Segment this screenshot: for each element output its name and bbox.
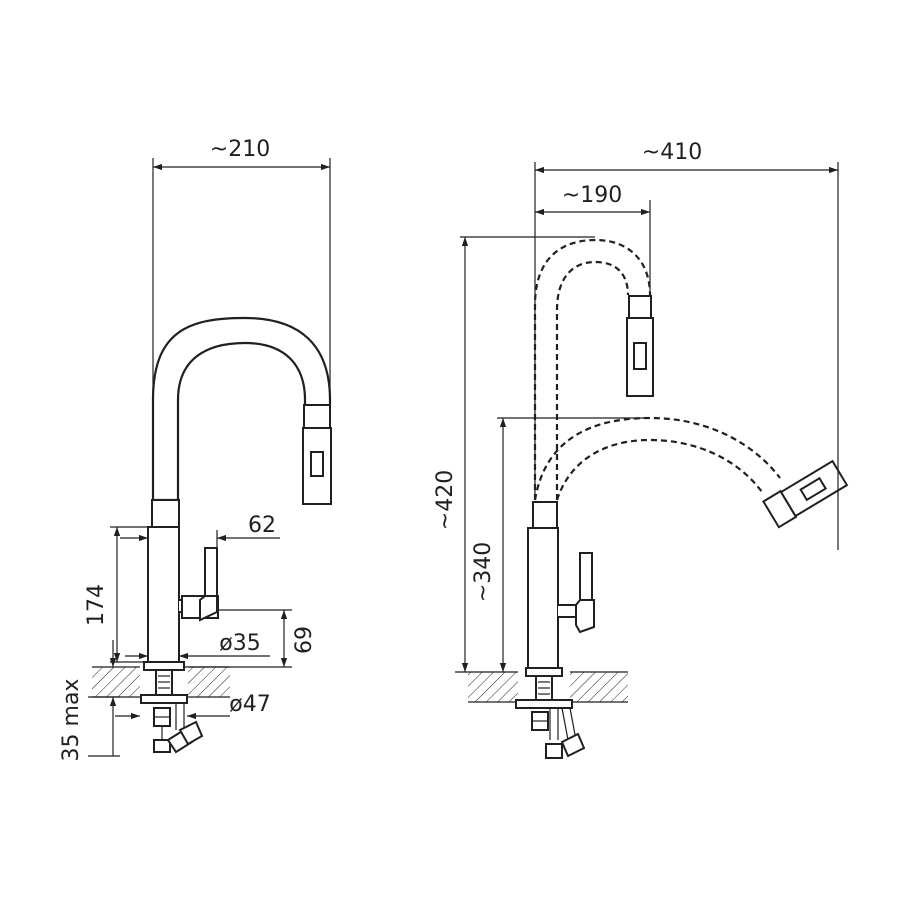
lowered-height-label: ~340 (471, 542, 496, 602)
left-faucet-body (147, 499, 219, 663)
left-deck-thickness-dimension: 35 max (59, 640, 120, 761)
raised-height-label: ~420 (433, 470, 458, 530)
right-lowered-height-dimension: ~340 (471, 417, 650, 672)
base-diameter-label: ø35 (219, 631, 260, 656)
width-label: ~210 (210, 137, 270, 162)
left-spray-head (302, 404, 332, 505)
right-spout-lowered (533, 416, 781, 501)
deck-thickness-label: 35 max (59, 679, 84, 762)
right-total-reach-dimension: ~410 (534, 140, 839, 550)
left-base-diameter-dimension: ø35 (125, 631, 270, 660)
left-width-dimension: ~210 (152, 137, 331, 500)
left-lever (199, 547, 218, 622)
total-reach-label: ~410 (642, 140, 702, 165)
right-raised-reach-dimension: ~190 (535, 183, 651, 296)
right-raised-height-dimension: ~420 (433, 236, 595, 672)
base-height-label: 69 (292, 626, 317, 654)
left-faucet-view: ~210 62 174 69 ø35 (59, 137, 332, 761)
right-faucet-view: ~410 ~190 ~420 ~340 (433, 140, 849, 759)
right-spout-raised (533, 238, 652, 500)
left-base (140, 661, 204, 754)
left-hole-diameter-dimension: ø47 (115, 692, 271, 720)
left-base-height-dimension: 69 (184, 609, 317, 668)
hole-diameter-label: ø47 (229, 692, 270, 717)
left-body-height-dimension: 174 (84, 526, 152, 663)
lever-offset-label: 62 (248, 513, 276, 538)
raised-reach-label: ~190 (562, 183, 622, 208)
body-height-label: 174 (84, 584, 109, 626)
right-base (515, 667, 586, 759)
right-spray-head-raised (626, 295, 654, 397)
left-lever-offset-dimension: 62 (120, 513, 280, 548)
right-faucet-body (527, 501, 595, 669)
right-spray-head-lowered (762, 459, 849, 529)
